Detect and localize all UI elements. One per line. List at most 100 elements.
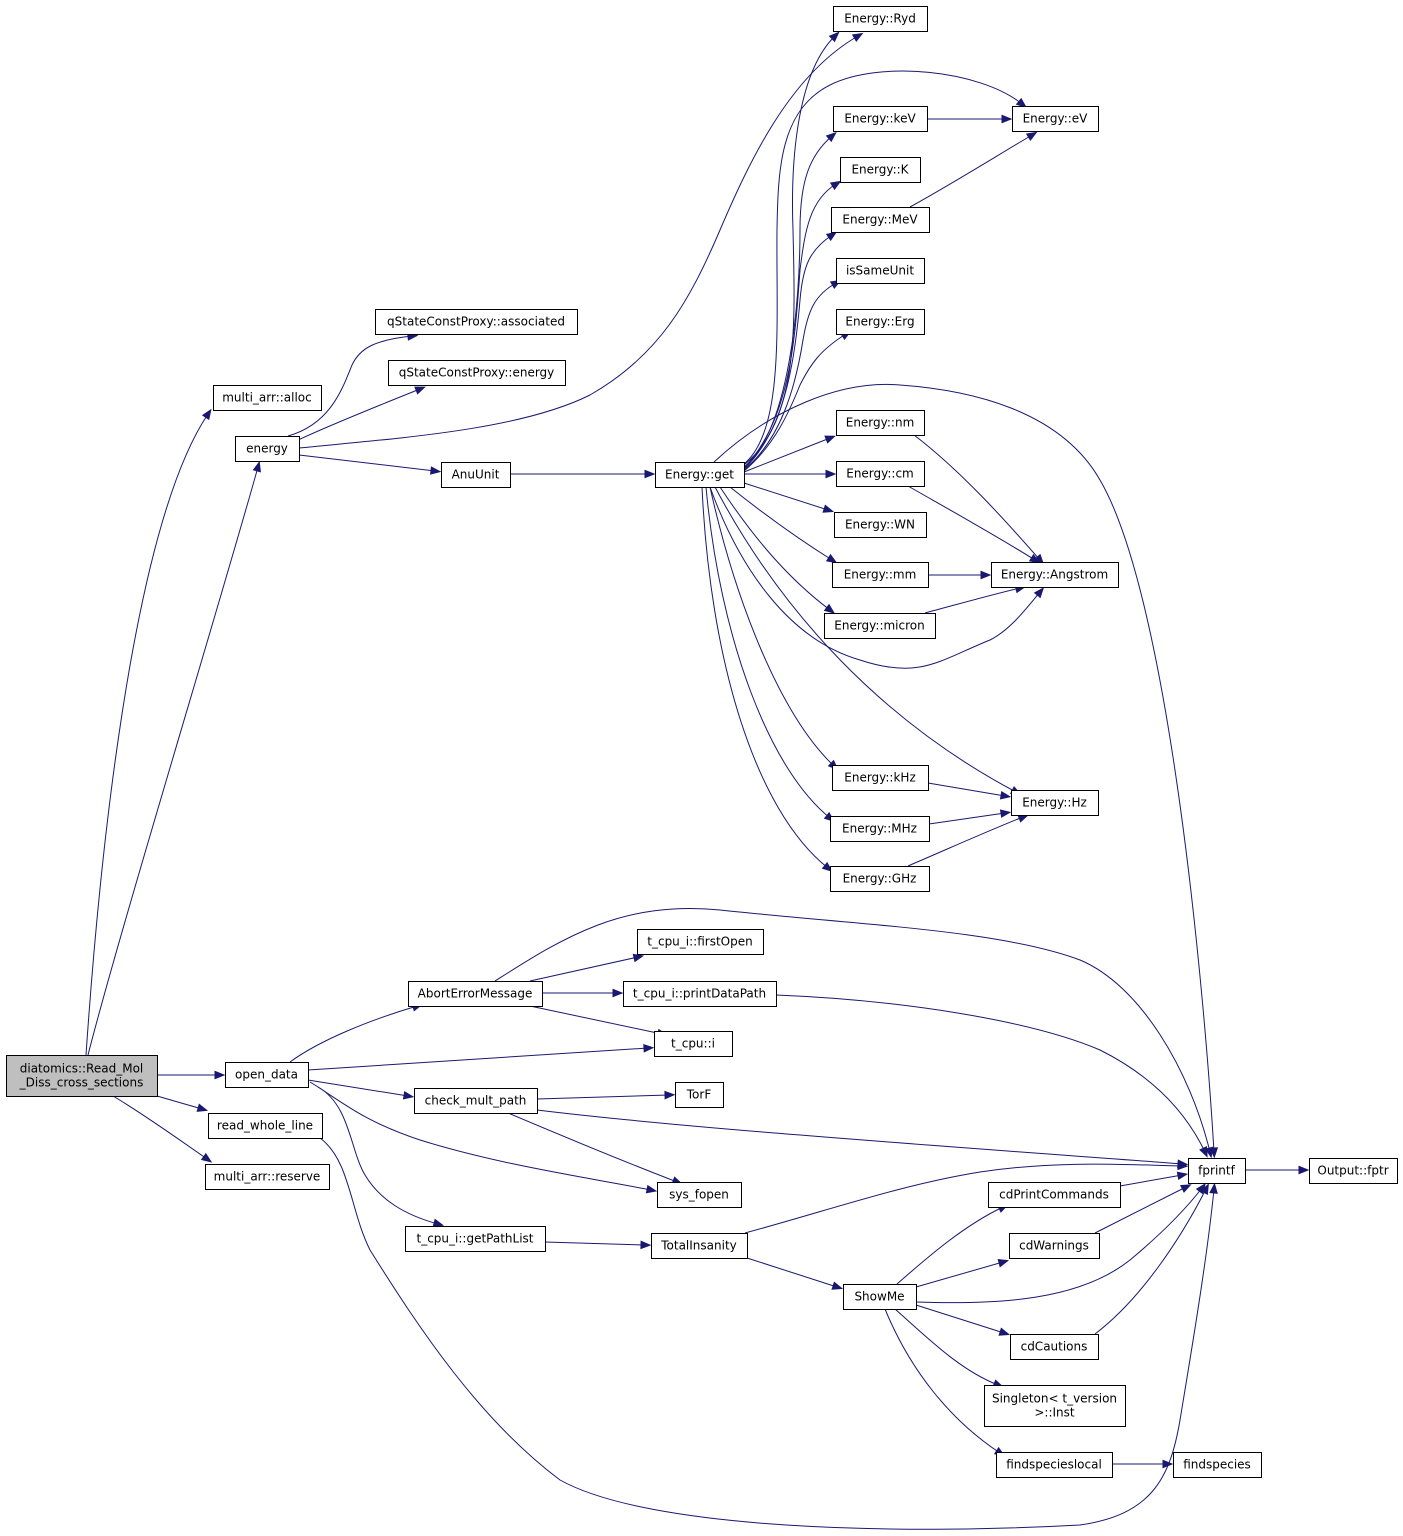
- edge-line: [287, 335, 413, 437]
- node-cdcautions[interactable]: cdCautions: [1010, 1334, 1099, 1360]
- edge-line: [317, 1086, 439, 1225]
- node-checkmult[interactable]: check_mult_path: [414, 1088, 538, 1114]
- node-box[interactable]: [831, 207, 930, 233]
- node-box[interactable]: [1173, 1452, 1262, 1478]
- node-singleton[interactable]: Singleton< t_version>::Inst: [984, 1385, 1126, 1427]
- node-box[interactable]: [836, 258, 925, 284]
- node-box[interactable]: [213, 385, 322, 411]
- node-box[interactable]: [208, 1113, 323, 1139]
- node-sysfopen[interactable]: sys_fopen: [657, 1182, 742, 1208]
- node-printdatapath[interactable]: t_cpu_i::printDataPath: [623, 981, 777, 1007]
- node-reserve[interactable]: multi_arr::reserve: [205, 1164, 330, 1190]
- node-box[interactable]: [832, 562, 929, 588]
- node-cdwarnings[interactable]: cdWarnings: [1009, 1233, 1100, 1259]
- node-hz[interactable]: Energy::Hz: [1011, 790, 1099, 816]
- node-k[interactable]: Energy::K: [840, 157, 921, 183]
- node-qenergy[interactable]: qStateConstProxy::energy: [388, 360, 566, 386]
- node-fprintf[interactable]: fprintf: [1188, 1158, 1246, 1184]
- node-findspecies[interactable]: findspecies: [1173, 1452, 1262, 1478]
- node-box[interactable]: [833, 106, 928, 132]
- node-box[interactable]: [205, 1164, 330, 1190]
- node-box[interactable]: [991, 562, 1119, 588]
- node-tcpui[interactable]: t_cpu::i: [654, 1031, 733, 1057]
- edge-khz-to-hz: [927, 782, 1012, 800]
- node-mm[interactable]: Energy::mm: [832, 562, 929, 588]
- node-torf[interactable]: TorF: [675, 1082, 724, 1108]
- node-box[interactable]: [830, 866, 930, 892]
- arrow-head-icon: [980, 570, 992, 580]
- node-getpathlist[interactable]: t_cpu_i::getPathList: [405, 1226, 546, 1252]
- node-anuunit[interactable]: AnuUnit: [441, 462, 511, 488]
- node-abort[interactable]: AbortErrorMessage: [408, 981, 543, 1007]
- node-cdprint[interactable]: cdPrintCommands: [988, 1182, 1121, 1208]
- node-box[interactable]: [1010, 1334, 1099, 1360]
- edge-line: [714, 486, 1017, 793]
- node-box[interactable]: [6, 1055, 158, 1097]
- edge-line: [775, 994, 1206, 1153]
- node-angstrom[interactable]: Energy::Angstrom: [991, 562, 1119, 588]
- node-box[interactable]: [441, 462, 511, 488]
- node-box[interactable]: [375, 309, 578, 335]
- node-box[interactable]: [824, 613, 936, 639]
- node-box[interactable]: [654, 1031, 733, 1057]
- node-box[interactable]: [836, 410, 925, 436]
- node-label: isSameUnit: [846, 264, 914, 278]
- node-box[interactable]: [225, 1062, 309, 1088]
- node-opendata[interactable]: open_data: [225, 1062, 309, 1088]
- node-box[interactable]: [840, 157, 921, 183]
- node-mev[interactable]: Energy::MeV: [831, 207, 930, 233]
- node-box[interactable]: [235, 436, 300, 462]
- node-showme[interactable]: ShowMe: [843, 1284, 917, 1310]
- node-box[interactable]: [836, 309, 925, 335]
- node-mhz[interactable]: Energy::MHz: [830, 816, 930, 842]
- node-wn[interactable]: Energy::WN: [834, 512, 927, 538]
- node-box[interactable]: [657, 1182, 742, 1208]
- node-readwhole[interactable]: read_whole_line: [208, 1113, 323, 1139]
- node-box[interactable]: [996, 1452, 1113, 1478]
- node-box[interactable]: [832, 765, 929, 791]
- node-box[interactable]: [843, 1284, 917, 1310]
- node-box[interactable]: [1309, 1158, 1398, 1184]
- node-box[interactable]: [830, 816, 930, 842]
- node-ryd[interactable]: Energy::Ryd: [833, 6, 928, 32]
- node-box[interactable]: [836, 461, 925, 487]
- node-energy[interactable]: energy: [235, 436, 300, 462]
- node-box[interactable]: [655, 462, 745, 488]
- node-alloc[interactable]: multi_arr::alloc: [213, 385, 322, 411]
- node-box[interactable]: [388, 360, 566, 386]
- node-fptr[interactable]: Output::fptr: [1309, 1158, 1398, 1184]
- node-root[interactable]: diatomics::Read_Mol_Diss_cross_sections: [6, 1055, 158, 1097]
- node-box[interactable]: [833, 6, 928, 32]
- node-nm[interactable]: Energy::nm: [836, 410, 925, 436]
- node-box[interactable]: [414, 1088, 538, 1114]
- node-ev[interactable]: Energy::eV: [1012, 106, 1099, 132]
- node-issameunit[interactable]: isSameUnit: [836, 258, 925, 284]
- node-findspecieslocal[interactable]: findspecieslocal: [996, 1452, 1113, 1478]
- node-totalinsanity[interactable]: TotalInsanity: [651, 1233, 748, 1259]
- arrow-head-icon: [1200, 1183, 1209, 1195]
- node-get[interactable]: Energy::get: [655, 462, 745, 488]
- node-kev[interactable]: Energy::keV: [833, 106, 928, 132]
- node-erg[interactable]: Energy::Erg: [836, 309, 925, 335]
- node-associated[interactable]: qStateConstProxy::associated: [375, 309, 578, 335]
- node-box[interactable]: [1188, 1158, 1246, 1184]
- node-box[interactable]: [984, 1385, 1126, 1427]
- node-box[interactable]: [1011, 790, 1099, 816]
- node-ghz[interactable]: Energy::GHz: [830, 866, 930, 892]
- node-micron[interactable]: Energy::micron: [824, 613, 936, 639]
- node-box[interactable]: [1009, 1233, 1100, 1259]
- node-box[interactable]: [651, 1233, 748, 1259]
- node-box[interactable]: [623, 981, 777, 1007]
- node-box[interactable]: [405, 1226, 546, 1252]
- node-box[interactable]: [637, 929, 764, 955]
- node-box[interactable]: [988, 1182, 1121, 1208]
- node-box[interactable]: [1012, 106, 1099, 132]
- node-firstopen[interactable]: t_cpu_i::firstOpen: [637, 929, 764, 955]
- node-box[interactable]: [408, 981, 543, 1007]
- node-box[interactable]: [675, 1082, 724, 1108]
- node-label: read_whole_line: [217, 1119, 313, 1133]
- node-box[interactable]: [834, 512, 927, 538]
- node-cm[interactable]: Energy::cm: [836, 461, 925, 487]
- node-khz[interactable]: Energy::kHz: [832, 765, 929, 791]
